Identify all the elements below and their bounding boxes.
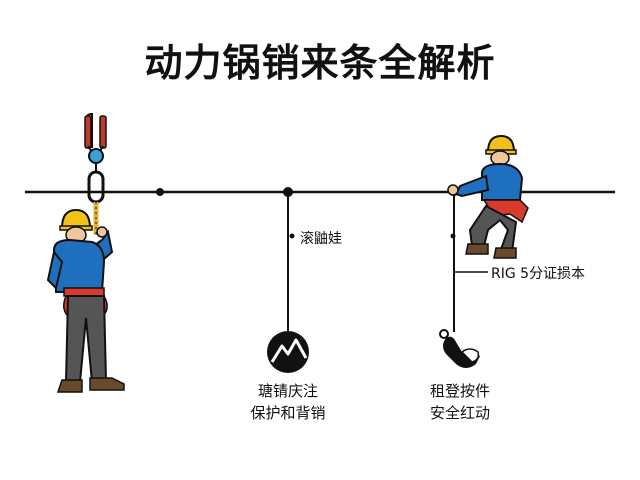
left-caption-line-1: 瑭锖庆注 xyxy=(257,382,318,400)
mid-label: 滚鼬娃 xyxy=(300,231,342,247)
worker-on-line-icon xyxy=(447,134,529,259)
right-label: RIG 5分证损本 xyxy=(491,266,586,282)
mid-label-dot xyxy=(289,233,295,239)
right-caption-line-1: 租登按件 xyxy=(429,382,490,400)
right-caption: 租登按件 安全红动 xyxy=(400,380,520,424)
anchor-point-1 xyxy=(156,188,164,196)
hook-clip-icon xyxy=(439,329,480,368)
left-caption-line-2: 保护和背销 xyxy=(250,404,326,422)
right-caption-line-2: 安全红动 xyxy=(429,404,490,422)
lanyard-hook-icon xyxy=(84,112,107,235)
worker-climbing-icon xyxy=(46,208,125,393)
right-small-dot xyxy=(450,233,456,239)
mountain-badge-icon xyxy=(267,331,309,373)
page-title: 动力锅销来条全解析 xyxy=(144,41,496,85)
left-caption: 瑭锖庆注 保护和背销 xyxy=(228,380,348,424)
